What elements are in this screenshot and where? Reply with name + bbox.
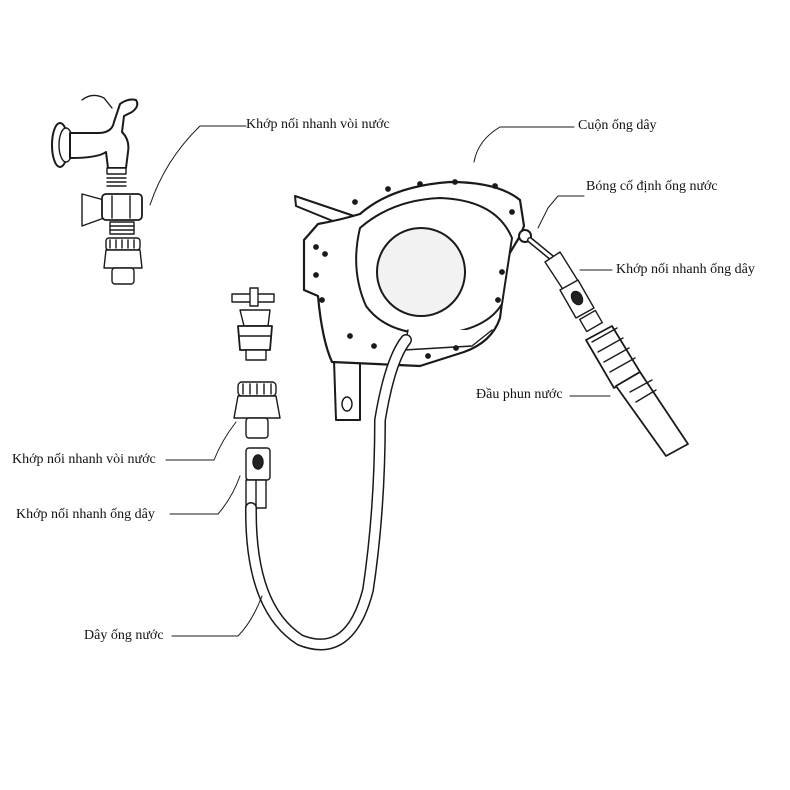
hose-connector-right — [544, 251, 603, 333]
wall-faucet-middle — [231, 287, 275, 361]
label-water-hose: Dây ống nước — [84, 628, 164, 643]
wall-faucet-top — [51, 94, 139, 187]
hose-connector-left — [245, 447, 271, 509]
leader-lines — [149, 125, 613, 637]
spray-nozzle — [585, 325, 689, 457]
water-hose — [244, 334, 412, 651]
label-tap-connector-top: Khớp nối nhanh vòi nước — [246, 117, 390, 132]
tap-connector-left — [233, 381, 281, 439]
label-hose-fixing-ball: Bóng cố định ống nước — [586, 179, 718, 194]
label-tap-connector-left: Khớp nối nhanh vòi nước — [12, 452, 156, 467]
label-hose-connector-right: Khớp nối nhanh ống dây — [616, 262, 755, 277]
label-spray-nozzle: Đầu phun nước — [476, 387, 563, 402]
label-hose-connector-left: Khớp nối nhanh ống dây — [16, 507, 155, 522]
tap-connector-top — [81, 193, 143, 285]
hose-reel — [294, 179, 532, 421]
hose-to-nozzle — [527, 237, 555, 261]
label-reel: Cuộn ống dây — [578, 118, 657, 133]
